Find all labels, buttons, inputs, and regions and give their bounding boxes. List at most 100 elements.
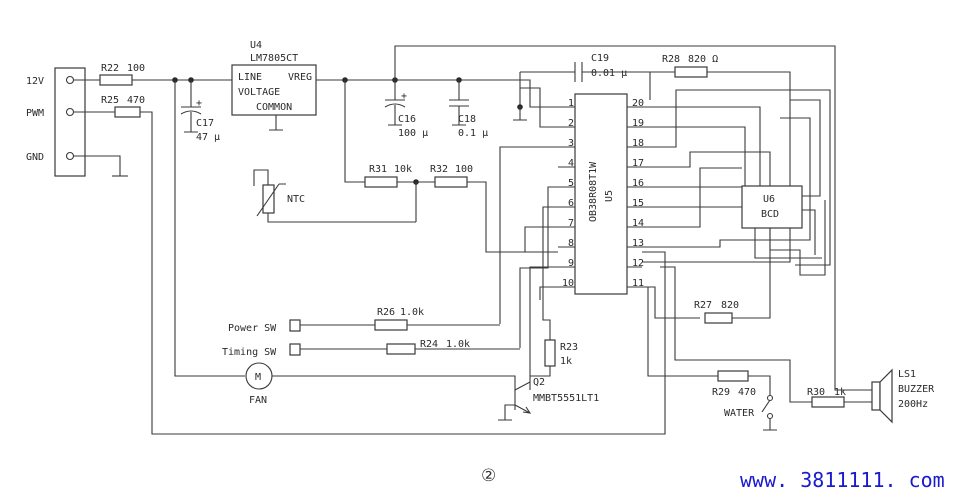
r27-ref: R27 bbox=[694, 300, 712, 311]
svg-text:3: 3 bbox=[568, 138, 574, 149]
resistor-r29 bbox=[717, 370, 749, 382]
r26-value: 1.0k bbox=[400, 307, 424, 318]
c17-ref: C17 bbox=[196, 118, 214, 129]
r29-ref: R29 bbox=[712, 387, 730, 398]
mcu-u5: 1 2 3 4 5 6 7 8 9 10 20 19 18 17 16 15 1… bbox=[558, 93, 644, 295]
resistor-r31 bbox=[364, 176, 398, 188]
svg-text:+: + bbox=[401, 91, 407, 102]
resistor-r32 bbox=[434, 176, 468, 188]
svg-text:10: 10 bbox=[562, 278, 574, 289]
svg-text:1: 1 bbox=[568, 98, 574, 109]
ls1-ref: LS1 bbox=[898, 369, 916, 380]
svg-text:NTC: NTC bbox=[287, 194, 305, 205]
r27-value: 820 bbox=[721, 300, 739, 311]
r24-ref: R24 bbox=[420, 339, 438, 350]
svg-text:15: 15 bbox=[632, 198, 644, 209]
resistor-r23 bbox=[544, 339, 556, 367]
svg-text:7: 7 bbox=[568, 218, 574, 229]
buzzer-ls1: LS1 BUZZER 200Hz bbox=[871, 368, 935, 424]
resistor-r25 bbox=[114, 106, 141, 118]
svg-text:19: 19 bbox=[632, 118, 644, 129]
r32-ref: R32 bbox=[430, 164, 448, 175]
c18-ref: C18 bbox=[458, 114, 476, 125]
r24-value: 1.0k bbox=[446, 339, 470, 350]
u4-ref: U4 bbox=[250, 40, 262, 51]
svg-text:17: 17 bbox=[632, 158, 644, 169]
svg-text:13: 13 bbox=[632, 238, 644, 249]
pin-gnd-label: GND bbox=[26, 152, 44, 163]
power-sw-label: Power SW bbox=[228, 323, 277, 334]
u6-ref: U6 bbox=[763, 194, 775, 205]
resistor-r28 bbox=[674, 66, 708, 78]
resistor-r26 bbox=[374, 319, 408, 331]
r29-value: 470 bbox=[738, 387, 756, 398]
resistor-r27 bbox=[704, 312, 733, 324]
fan-motor: M FAN bbox=[245, 362, 273, 406]
svg-text:LINE: LINE bbox=[238, 72, 262, 83]
r31-value: 10k bbox=[394, 164, 412, 175]
u4-part: LM7805CT bbox=[250, 53, 298, 64]
water-label: WATER bbox=[724, 408, 755, 419]
svg-text:20: 20 bbox=[632, 98, 644, 109]
svg-text:16: 16 bbox=[632, 178, 644, 189]
timing-switch[interactable]: Timing SW bbox=[222, 343, 301, 358]
c17-value: 47 µ bbox=[196, 132, 220, 143]
bcd-u6: U6 BCD bbox=[741, 185, 803, 229]
ls1-type: BUZZER bbox=[898, 384, 935, 395]
resistor-r24 bbox=[386, 343, 416, 355]
capacitor-c17: + C17 47 µ bbox=[180, 80, 220, 143]
svg-text:+: + bbox=[196, 98, 202, 109]
input-connector: 12V PWM GND bbox=[26, 67, 86, 177]
capacitor-c18: C18 0.1 µ bbox=[449, 80, 488, 139]
transistor-q2: Q2 MMBT5551LT1 bbox=[498, 375, 599, 421]
ls1-freq: 200Hz bbox=[898, 399, 928, 410]
svg-text:18: 18 bbox=[632, 138, 644, 149]
svg-text:11: 11 bbox=[632, 278, 644, 289]
timing-sw-label: Timing SW bbox=[222, 347, 277, 358]
fan-label: FAN bbox=[249, 395, 267, 406]
q2-part: MMBT5551LT1 bbox=[533, 393, 599, 404]
r25-value: 470 bbox=[127, 95, 145, 106]
r30-ref: R30 bbox=[807, 387, 825, 398]
thermistor-ntc: NTC bbox=[253, 169, 416, 223]
svg-text:6: 6 bbox=[568, 198, 574, 209]
r25-ref: R25 bbox=[101, 95, 119, 106]
u6-part: BCD bbox=[761, 209, 779, 220]
svg-text:12: 12 bbox=[632, 258, 644, 269]
resistor-r30 bbox=[811, 396, 845, 408]
pin-pwm-label: PWM bbox=[26, 108, 44, 119]
r28-value: 820 Ω bbox=[688, 54, 718, 65]
pin-12v-label: 12V bbox=[26, 76, 44, 87]
regulator-u4: U4 LM7805CT LINE VREG VOLTAGE COMMON bbox=[231, 40, 317, 131]
capacitor-c19: C19 0.01 µ bbox=[519, 53, 651, 107]
r31-ref: R31 bbox=[369, 164, 387, 175]
u5-ref: U5 bbox=[604, 190, 615, 202]
r23-ref: R23 bbox=[560, 342, 578, 353]
figure-number: ② bbox=[481, 466, 496, 486]
watermark: www. 3811111. com bbox=[740, 468, 945, 492]
svg-text:2: 2 bbox=[568, 118, 574, 129]
svg-text:VREG: VREG bbox=[288, 72, 312, 83]
svg-text:VOLTAGE: VOLTAGE bbox=[238, 87, 280, 98]
svg-text:COMMON: COMMON bbox=[256, 102, 292, 113]
svg-text:8: 8 bbox=[568, 238, 574, 249]
c16-ref: C16 bbox=[398, 114, 416, 125]
c16-value: 100 µ bbox=[398, 128, 428, 139]
svg-text:4: 4 bbox=[568, 158, 574, 169]
u5-part: OB38R08T1W bbox=[588, 161, 599, 222]
r28-ref: R28 bbox=[662, 54, 680, 65]
power-switch[interactable]: Power SW bbox=[228, 319, 301, 334]
c19-ref: C19 bbox=[591, 53, 609, 64]
svg-text:14: 14 bbox=[632, 218, 644, 229]
c18-value: 0.1 µ bbox=[458, 128, 488, 139]
r22-ref: R22 bbox=[101, 63, 119, 74]
r26-ref: R26 bbox=[377, 307, 395, 318]
r32-value: 100 bbox=[455, 164, 473, 175]
svg-text:9: 9 bbox=[568, 258, 574, 269]
water-sensor: WATER bbox=[724, 394, 777, 431]
resistor-r22 bbox=[99, 74, 133, 86]
capacitor-c16: + C16 100 µ bbox=[384, 80, 428, 139]
r22-value: 100 bbox=[127, 63, 145, 74]
svg-text:M: M bbox=[255, 372, 261, 383]
